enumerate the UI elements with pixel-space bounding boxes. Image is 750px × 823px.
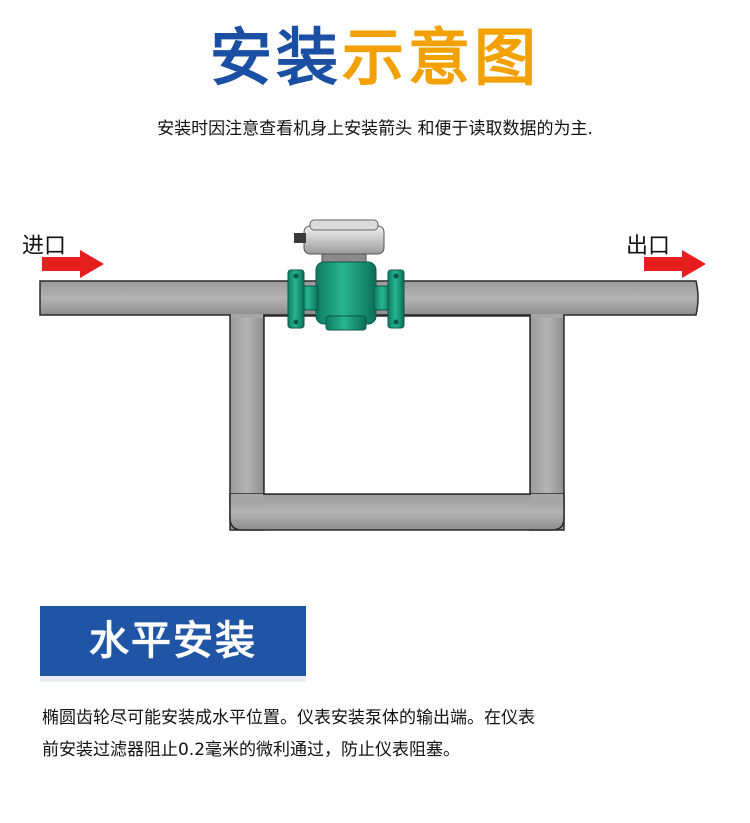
outlet-label: 出口 xyxy=(626,234,671,259)
title-part-orange: 示意图 xyxy=(342,21,541,94)
flowmeter-icon xyxy=(287,219,405,331)
inlet-label: 进口 xyxy=(22,234,67,259)
bypass-pipe xyxy=(229,297,565,531)
description-line: 椭圆齿轮尽可能安装成水平位置。仪表安装泵体的输出端。在仪表 xyxy=(42,708,535,728)
title-part-blue: 安装 xyxy=(209,21,342,94)
badge-shadow xyxy=(40,676,306,682)
section-badge: 水平安装 xyxy=(40,606,306,676)
page-title: 安装示意图 xyxy=(0,18,750,98)
description-line: 前安装过滤器阻止0.2毫米的微利通过，防止仪表阻塞。 xyxy=(42,740,461,760)
outlet-arrow-icon xyxy=(644,250,706,278)
inlet-arrow-icon xyxy=(42,250,104,278)
section-description: 椭圆齿轮尽可能安装成水平位置。仪表安装泵体的输出端。在仪表 前安装过滤器阻止0.… xyxy=(42,702,722,766)
page-subtitle: 安装时因注意查看机身上安装箭头 和便于读取数据的为主. xyxy=(157,119,593,139)
